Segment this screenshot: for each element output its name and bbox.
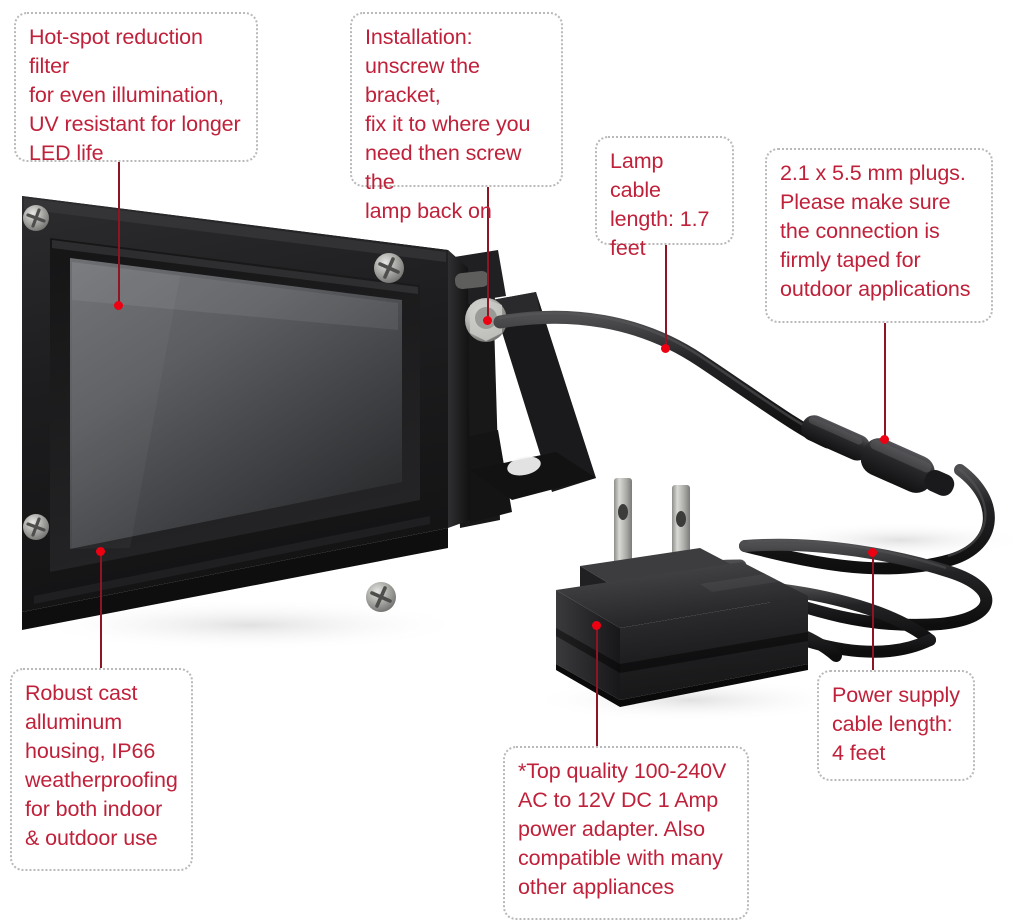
callout-power-supply-cable-length: Power supply cable length: 4 feet (817, 670, 975, 781)
leader-line-housing (100, 551, 102, 669)
mounting-bracket (448, 250, 596, 528)
floodlight-housing (22, 196, 470, 630)
lamp-cable (493, 310, 835, 449)
leader-line-power-supply-cable (872, 552, 874, 670)
leader-line-power-adapter (596, 625, 598, 746)
callout-housing: Robust cast alluminum housing, IP66 weat… (10, 668, 193, 871)
corner-screws (23, 205, 404, 612)
leader-line-hot-spot-filter (118, 160, 120, 305)
glass-lens (70, 258, 402, 549)
leader-dot-hot-spot-filter (113, 300, 123, 310)
leader-dot-lamp-cable (660, 343, 670, 353)
leader-line-lamp-cable (665, 242, 667, 348)
barrel-plug-connection (801, 415, 955, 496)
leader-dot-power-adapter (591, 620, 601, 630)
callout-power-adapter: *Top quality 100-240V AC to 12V DC 1 Amp… (503, 746, 749, 920)
callout-hot-spot-filter: Hot-spot reduction filter for even illum… (14, 12, 258, 165)
leader-dot-housing (95, 546, 105, 556)
leader-dot-plug-spec (879, 434, 889, 444)
leader-dot-power-supply-cable (867, 547, 877, 557)
callout-lamp-cable-length: Lamp cable length: 1.7 feet (595, 136, 734, 260)
leader-dot-installation (482, 315, 492, 325)
leader-line-plug-spec (884, 321, 886, 439)
callout-plug-spec: 2.1 x 5.5 mm plugs. Please make sure the… (765, 148, 993, 323)
power-adapter-brick (556, 478, 808, 707)
leader-line-installation (487, 183, 489, 320)
callout-installation: Installation: unscrew the bracket, fix i… (350, 12, 563, 223)
